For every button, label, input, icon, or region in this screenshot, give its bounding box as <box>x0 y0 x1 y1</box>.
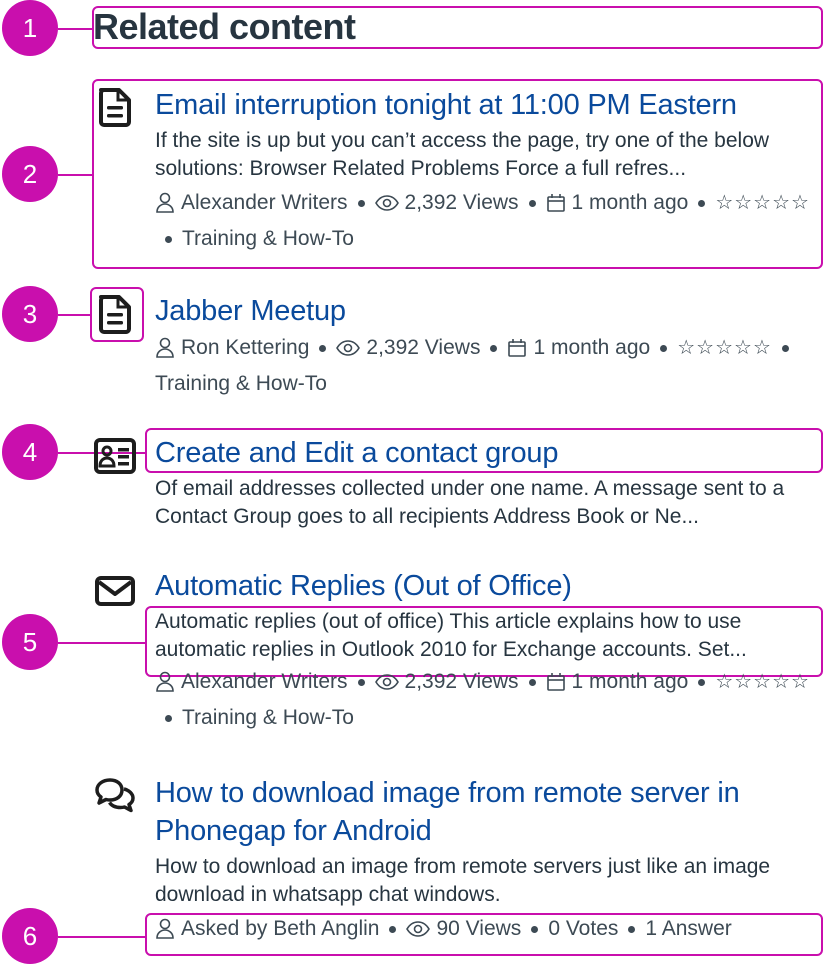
callout-number: 5 <box>22 626 38 657</box>
callout-1: 1 <box>2 0 58 56</box>
callout-leader <box>58 936 146 938</box>
document-icon <box>99 295 131 334</box>
list-item: Jabber Meetup Ron Kettering 2,392 Views … <box>155 292 818 402</box>
calendar-icon <box>546 193 566 213</box>
item-metadata: Ron Kettering 2,392 Views 1 month ago ☆☆… <box>155 330 818 402</box>
list-item: Automatic Replies (Out of Office) Automa… <box>155 567 818 736</box>
callout-5: 5 <box>2 614 58 670</box>
item-title-link[interactable]: How to download image from remote server… <box>155 777 740 847</box>
author: Alexander Writers <box>181 191 348 214</box>
highlight-item-card <box>92 79 823 269</box>
callout-2: 2 <box>2 146 58 202</box>
star-rating: ☆☆☆☆☆ <box>715 671 810 693</box>
category: Training & How-To <box>182 227 354 250</box>
contact-card-icon <box>94 438 136 474</box>
callout-number: 2 <box>22 158 38 189</box>
date: 1 month ago <box>571 191 689 214</box>
callout-4: 4 <box>2 424 58 480</box>
calendar-icon <box>546 672 566 692</box>
asked-by: Asked by Beth Anglin <box>181 917 380 940</box>
item-description: How to download an image from remote ser… <box>155 855 771 906</box>
eye-icon <box>336 339 361 357</box>
list-item: Email interruption tonight at 11:00 PM E… <box>155 86 818 257</box>
star-rating: ☆☆☆☆☆ <box>715 192 810 214</box>
calendar-icon <box>507 338 527 358</box>
user-icon <box>155 918 175 940</box>
highlight-title <box>145 428 823 473</box>
eye-icon <box>374 194 399 212</box>
vote-count: 0 Votes <box>548 917 619 940</box>
envelope-icon <box>95 576 135 606</box>
callout-leader <box>58 642 146 644</box>
callout-leader <box>58 28 94 30</box>
highlight-heading <box>92 6 823 49</box>
chat-bubbles-icon <box>95 778 135 813</box>
callout-number: 1 <box>22 12 38 43</box>
callout-leader <box>58 174 94 176</box>
item-description: If the site is up but you can’t access t… <box>155 129 770 180</box>
item-title-link[interactable]: Automatic Replies (Out of Office) <box>155 570 572 602</box>
item-metadata: Alexander Writers 2,392 Views 1 month ag… <box>155 664 818 736</box>
answer-count: 1 Answer <box>645 917 732 940</box>
callout-3: 3 <box>2 286 58 342</box>
eye-icon <box>406 920 431 938</box>
list-item: Create and Edit a contact group Of email… <box>155 434 818 531</box>
author: Alexander Writers <box>181 670 348 693</box>
highlight-description <box>145 606 823 677</box>
item-description: Automatic replies (out of office) This a… <box>155 610 747 661</box>
item-metadata: Alexander Writers 2,392 Views 1 month ag… <box>155 185 818 257</box>
category: Training & How-To <box>182 706 354 729</box>
user-icon <box>155 192 175 214</box>
view-count: 2,392 Views <box>366 336 481 359</box>
view-count: 2,392 Views <box>404 670 519 693</box>
category: Training & How-To <box>155 372 327 395</box>
eye-icon <box>374 673 399 691</box>
star-rating: ☆☆☆☆☆ <box>677 337 772 359</box>
highlight-type-icon <box>90 287 144 342</box>
callout-number: 4 <box>22 436 38 467</box>
view-count: 2,392 Views <box>404 191 519 214</box>
date: 1 month ago <box>571 670 689 693</box>
item-description: Of email addresses collected under one n… <box>155 477 785 528</box>
callout-leader <box>58 314 92 316</box>
author: Ron Kettering <box>181 336 310 359</box>
document-icon <box>99 88 131 127</box>
item-title-link[interactable]: Email interruption tonight at 11:00 PM E… <box>155 89 737 121</box>
highlight-metadata <box>145 913 823 956</box>
item-metadata: Asked by Beth Anglin 90 Views 0 Votes 1 … <box>155 911 818 947</box>
section-heading: Related content <box>93 6 356 47</box>
date: 1 month ago <box>533 336 651 359</box>
user-icon <box>155 671 175 693</box>
callout-number: 6 <box>22 920 38 951</box>
list-item: How to download image from remote server… <box>155 774 818 947</box>
view-count: 90 Views <box>436 917 522 940</box>
item-title-link[interactable]: Create and Edit a contact group <box>155 437 559 469</box>
user-icon <box>155 337 175 359</box>
item-title-link[interactable]: Jabber Meetup <box>155 295 346 327</box>
callout-6: 6 <box>2 908 58 964</box>
callout-number: 3 <box>22 298 38 329</box>
